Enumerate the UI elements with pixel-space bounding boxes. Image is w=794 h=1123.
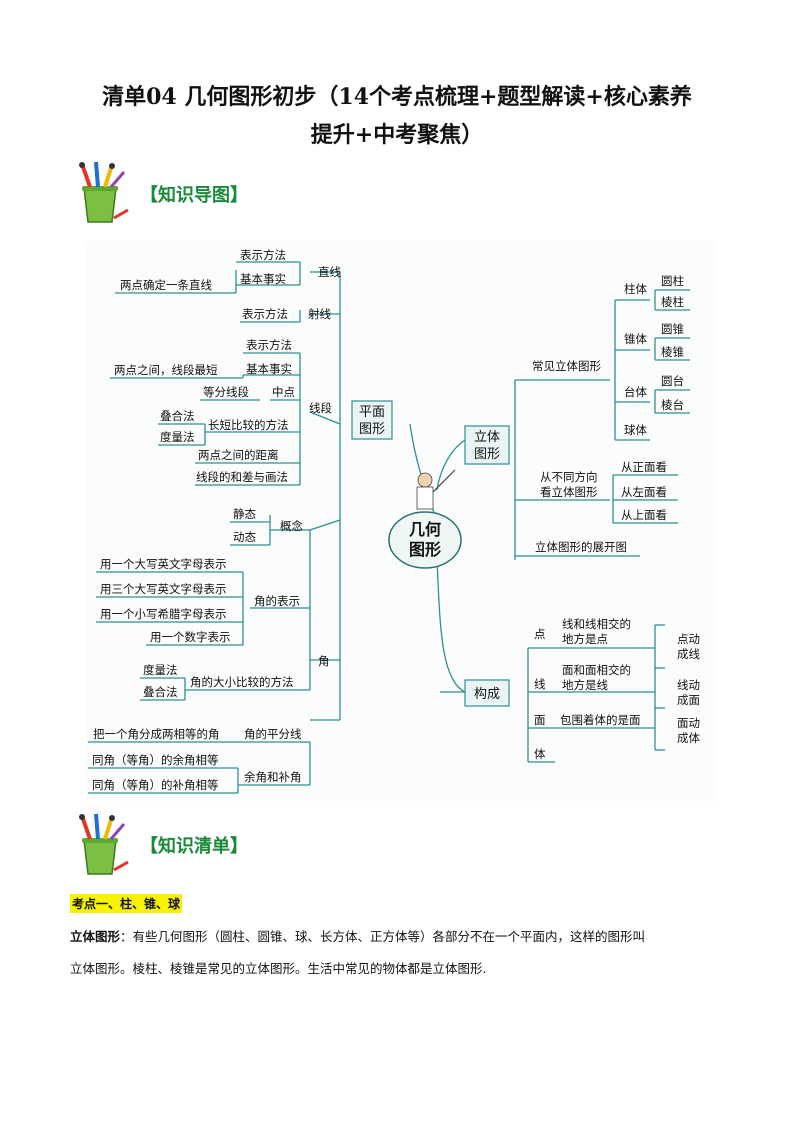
svg-text:长短比较的方法: 长短比较的方法: [208, 418, 289, 432]
kaodian-label: 考点一、柱、锥、球: [70, 894, 183, 913]
svg-text:包围着体的是面: 包围着体的是面: [560, 713, 641, 727]
svg-text:角的大小比较的方法: 角的大小比较的方法: [190, 675, 294, 689]
svg-text:点动: 点动: [677, 632, 700, 646]
svg-text:两点确定一条直线: 两点确定一条直线: [120, 278, 212, 292]
center-node: [388, 511, 462, 569]
svg-text:基本事实: 基本事实: [240, 272, 286, 286]
svg-text:叠合法: 叠合法: [143, 685, 178, 699]
term-solid-figure: 立体图形: [70, 929, 121, 944]
svg-text:地方是点: 地方是点: [562, 632, 608, 646]
svg-text:等分线段: 等分线段: [203, 385, 249, 399]
svg-text:圆锥: 圆锥: [661, 322, 684, 336]
svg-text:圆柱: 圆柱: [661, 274, 684, 288]
svg-text:面和面相交的: 面和面相交的: [562, 663, 631, 677]
svg-text:用三个大写英文字母表示: 用三个大写英文字母表示: [100, 582, 227, 596]
center-label-1: 几何: [409, 520, 441, 539]
svg-text:从左面看: 从左面看: [621, 485, 667, 499]
svg-text:成线: 成线: [677, 647, 700, 661]
svg-text:动态: 动态: [233, 530, 256, 544]
svg-text:图形: 图形: [474, 447, 500, 462]
page-title-line2: 提升+中考聚焦）: [310, 122, 484, 148]
center-label-2: 图形: [409, 540, 441, 559]
teacher-figure-icon: [416, 469, 456, 510]
svg-text:面动: 面动: [677, 716, 700, 730]
svg-text:线段: 线段: [309, 401, 332, 415]
svg-text:叠合法: 叠合法: [160, 409, 195, 423]
svg-text:从不同方向: 从不同方向: [540, 470, 598, 484]
svg-text:成体: 成体: [677, 731, 700, 745]
svg-text:静态: 静态: [233, 507, 256, 521]
pencil-cup-icon: [70, 812, 130, 882]
svg-text:线动: 线动: [677, 678, 700, 692]
svg-text:棱台: 棱台: [661, 398, 684, 412]
svg-text:角: 角: [318, 654, 330, 668]
mindmap-heading: 【知识导图】: [140, 185, 248, 206]
svg-text:立体图形的展开图: 立体图形的展开图: [535, 540, 627, 554]
svg-text:棱柱: 棱柱: [661, 295, 684, 309]
svg-text:球体: 球体: [624, 423, 647, 437]
svg-text:度量法: 度量法: [160, 430, 195, 444]
svg-text:两点之间，线段最短: 两点之间，线段最短: [114, 363, 218, 377]
svg-text:基本事实: 基本事实: [246, 362, 292, 376]
composition-node: [464, 679, 510, 707]
svg-text:图形: 图形: [359, 422, 385, 437]
svg-text:点: 点: [534, 627, 546, 641]
pencil-cup-icon: [70, 160, 130, 230]
svg-text:地方是线: 地方是线: [562, 678, 608, 692]
kaodian-paragraph-line2: 立体图形。棱柱、棱锥是常见的立体图形。生活中常见的物体都是立体图形.: [70, 961, 487, 976]
svg-text:从上面看: 从上面看: [621, 508, 667, 522]
svg-text:立体: 立体: [474, 430, 500, 445]
svg-text:台体: 台体: [624, 385, 647, 399]
svg-text:表示方法: 表示方法: [246, 338, 292, 352]
svg-text:把一个角分成两相等的角: 把一个角分成两相等的角: [93, 727, 220, 741]
svg-text:表示方法: 表示方法: [240, 248, 286, 262]
svg-text:线段的和差与画法: 线段的和差与画法: [196, 470, 288, 484]
svg-text:平面: 平面: [359, 405, 385, 420]
svg-text:同角（等角）的补角相等: 同角（等角）的补角相等: [92, 778, 219, 792]
svg-text:射线: 射线: [308, 307, 331, 321]
plane-node: [351, 400, 393, 440]
svg-text:面: 面: [534, 713, 546, 727]
svg-text:角的平分线: 角的平分线: [244, 727, 302, 741]
svg-text:角的表示: 角的表示: [254, 594, 300, 608]
paragraph-text-1: ：有些几何图形（圆柱、圆锥、球、长方体、正方体等）各部分不在一个平面内，这样的图…: [120, 929, 646, 944]
mind-map: 几何 图形 平面 图形 直线 表示方法 基本事实 两点确定一条直线 射线 表示方…: [86, 241, 716, 801]
svg-text:用一个小写希腊字母表示: 用一个小写希腊字母表示: [100, 607, 227, 621]
svg-text:直线: 直线: [318, 265, 341, 279]
knowledge-list-heading: 【知识清单】: [140, 836, 248, 857]
svg-text:常见立体图形: 常见立体图形: [532, 359, 601, 373]
svg-text:两点之间的距离: 两点之间的距离: [198, 448, 279, 462]
kaodian-paragraph-line1: 立体图形：有些几何图形（圆柱、圆锥、球、长方体、正方体等）各部分不在一个平面内，…: [70, 924, 735, 949]
svg-text:用一个大写英文字母表示: 用一个大写英文字母表示: [100, 557, 227, 571]
svg-text:概念: 概念: [280, 519, 303, 533]
svg-text:线: 线: [534, 677, 546, 691]
svg-text:圆台: 圆台: [661, 374, 684, 388]
svg-text:棱锥: 棱锥: [661, 345, 684, 359]
svg-text:度量法: 度量法: [143, 663, 178, 677]
solid-node: [464, 425, 510, 465]
svg-text:线和线相交的: 线和线相交的: [562, 617, 631, 631]
svg-text:锥体: 锥体: [624, 332, 647, 346]
svg-text:体: 体: [534, 747, 546, 761]
svg-text:同角（等角）的余角相等: 同角（等角）的余角相等: [92, 753, 219, 767]
svg-text:用一个数字表示: 用一个数字表示: [150, 630, 231, 644]
svg-text:表示方法: 表示方法: [242, 307, 288, 321]
svg-text:成面: 成面: [677, 693, 700, 707]
svg-text:余角和补角: 余角和补角: [244, 770, 302, 784]
svg-text:构成: 构成: [474, 687, 500, 702]
svg-text:中点: 中点: [272, 385, 295, 399]
page-title-line1: 清单04 几何图形初步（14个考点梳理+题型解读+核心素养: [102, 84, 692, 110]
svg-text:看立体图形: 看立体图形: [540, 485, 598, 499]
svg-text:从正面看: 从正面看: [621, 460, 667, 474]
svg-text:柱体: 柱体: [624, 282, 647, 296]
